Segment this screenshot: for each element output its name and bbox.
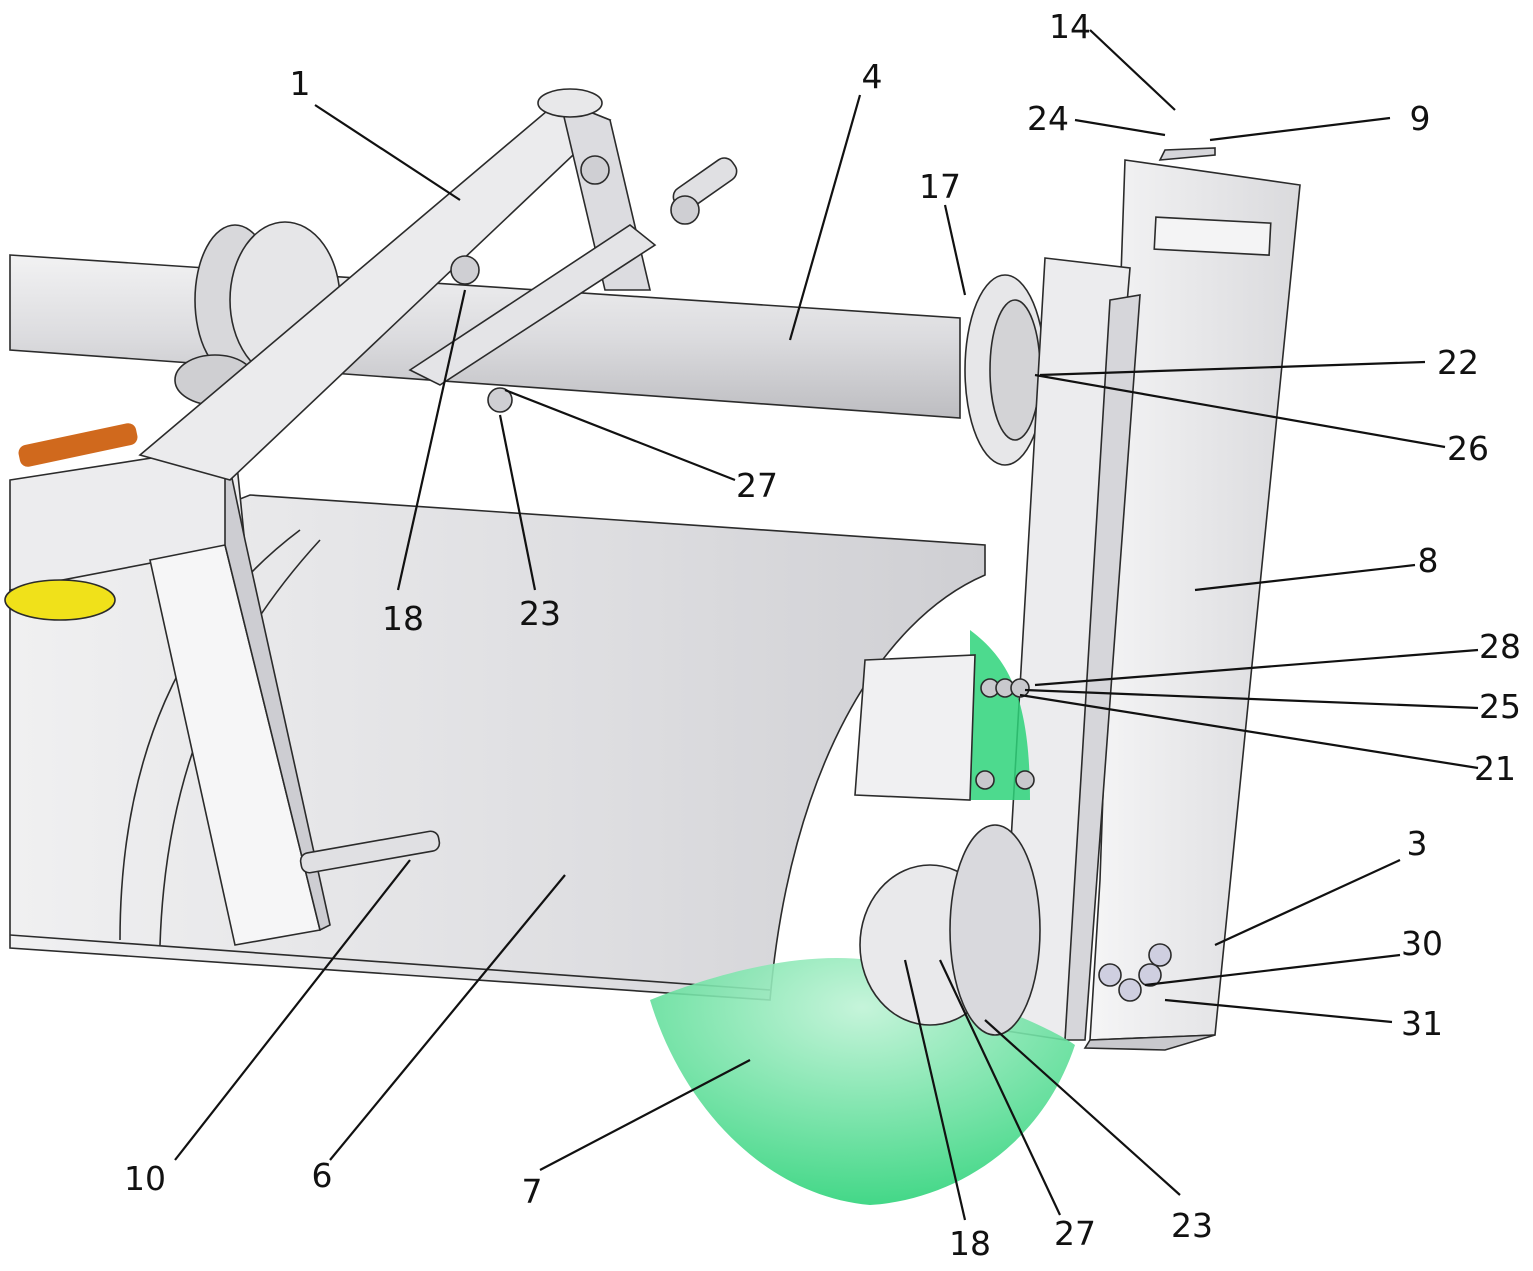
callout-labels: 1 4 14 24 9 17 22 26 27 18 23 8 28 25 21… [124, 7, 1521, 1263]
label-31: 31 [1401, 1004, 1443, 1043]
label-22: 22 [1437, 343, 1479, 382]
label-9: 9 [1410, 99, 1431, 138]
label-18-top: 18 [382, 599, 424, 638]
label-17: 17 [919, 167, 961, 206]
label-7: 7 [522, 1172, 543, 1211]
chain [1098, 943, 1172, 1002]
label-1: 1 [290, 64, 311, 103]
bracket [854, 654, 1035, 801]
handle [18, 423, 138, 467]
front-frame [4, 423, 441, 946]
label-3: 3 [1407, 824, 1428, 863]
label-8: 8 [1418, 541, 1439, 580]
label-10: 10 [124, 1159, 166, 1198]
label-23-bottom: 23 [1171, 1206, 1213, 1245]
leader-lines [174, 29, 1479, 1221]
label-25: 25 [1479, 687, 1521, 726]
label-27-bottom: 27 [1054, 1214, 1096, 1253]
label-30: 30 [1401, 924, 1443, 963]
label-14: 14 [1049, 7, 1091, 46]
label-28: 28 [1479, 627, 1521, 666]
pin-10 [299, 830, 441, 874]
label-23-top: 23 [519, 594, 561, 633]
clamp-9 [1158, 147, 1216, 161]
label-24: 24 [1027, 99, 1069, 138]
flange [964, 274, 1046, 466]
label-27-top: 27 [736, 466, 778, 505]
side-plate [999, 147, 1301, 1051]
label-18-bottom: 18 [949, 1224, 991, 1263]
label-6: 6 [312, 1156, 333, 1195]
label-26: 26 [1447, 429, 1489, 468]
label-21: 21 [1474, 749, 1516, 788]
arm [138, 88, 738, 481]
label-4: 4 [862, 57, 883, 96]
